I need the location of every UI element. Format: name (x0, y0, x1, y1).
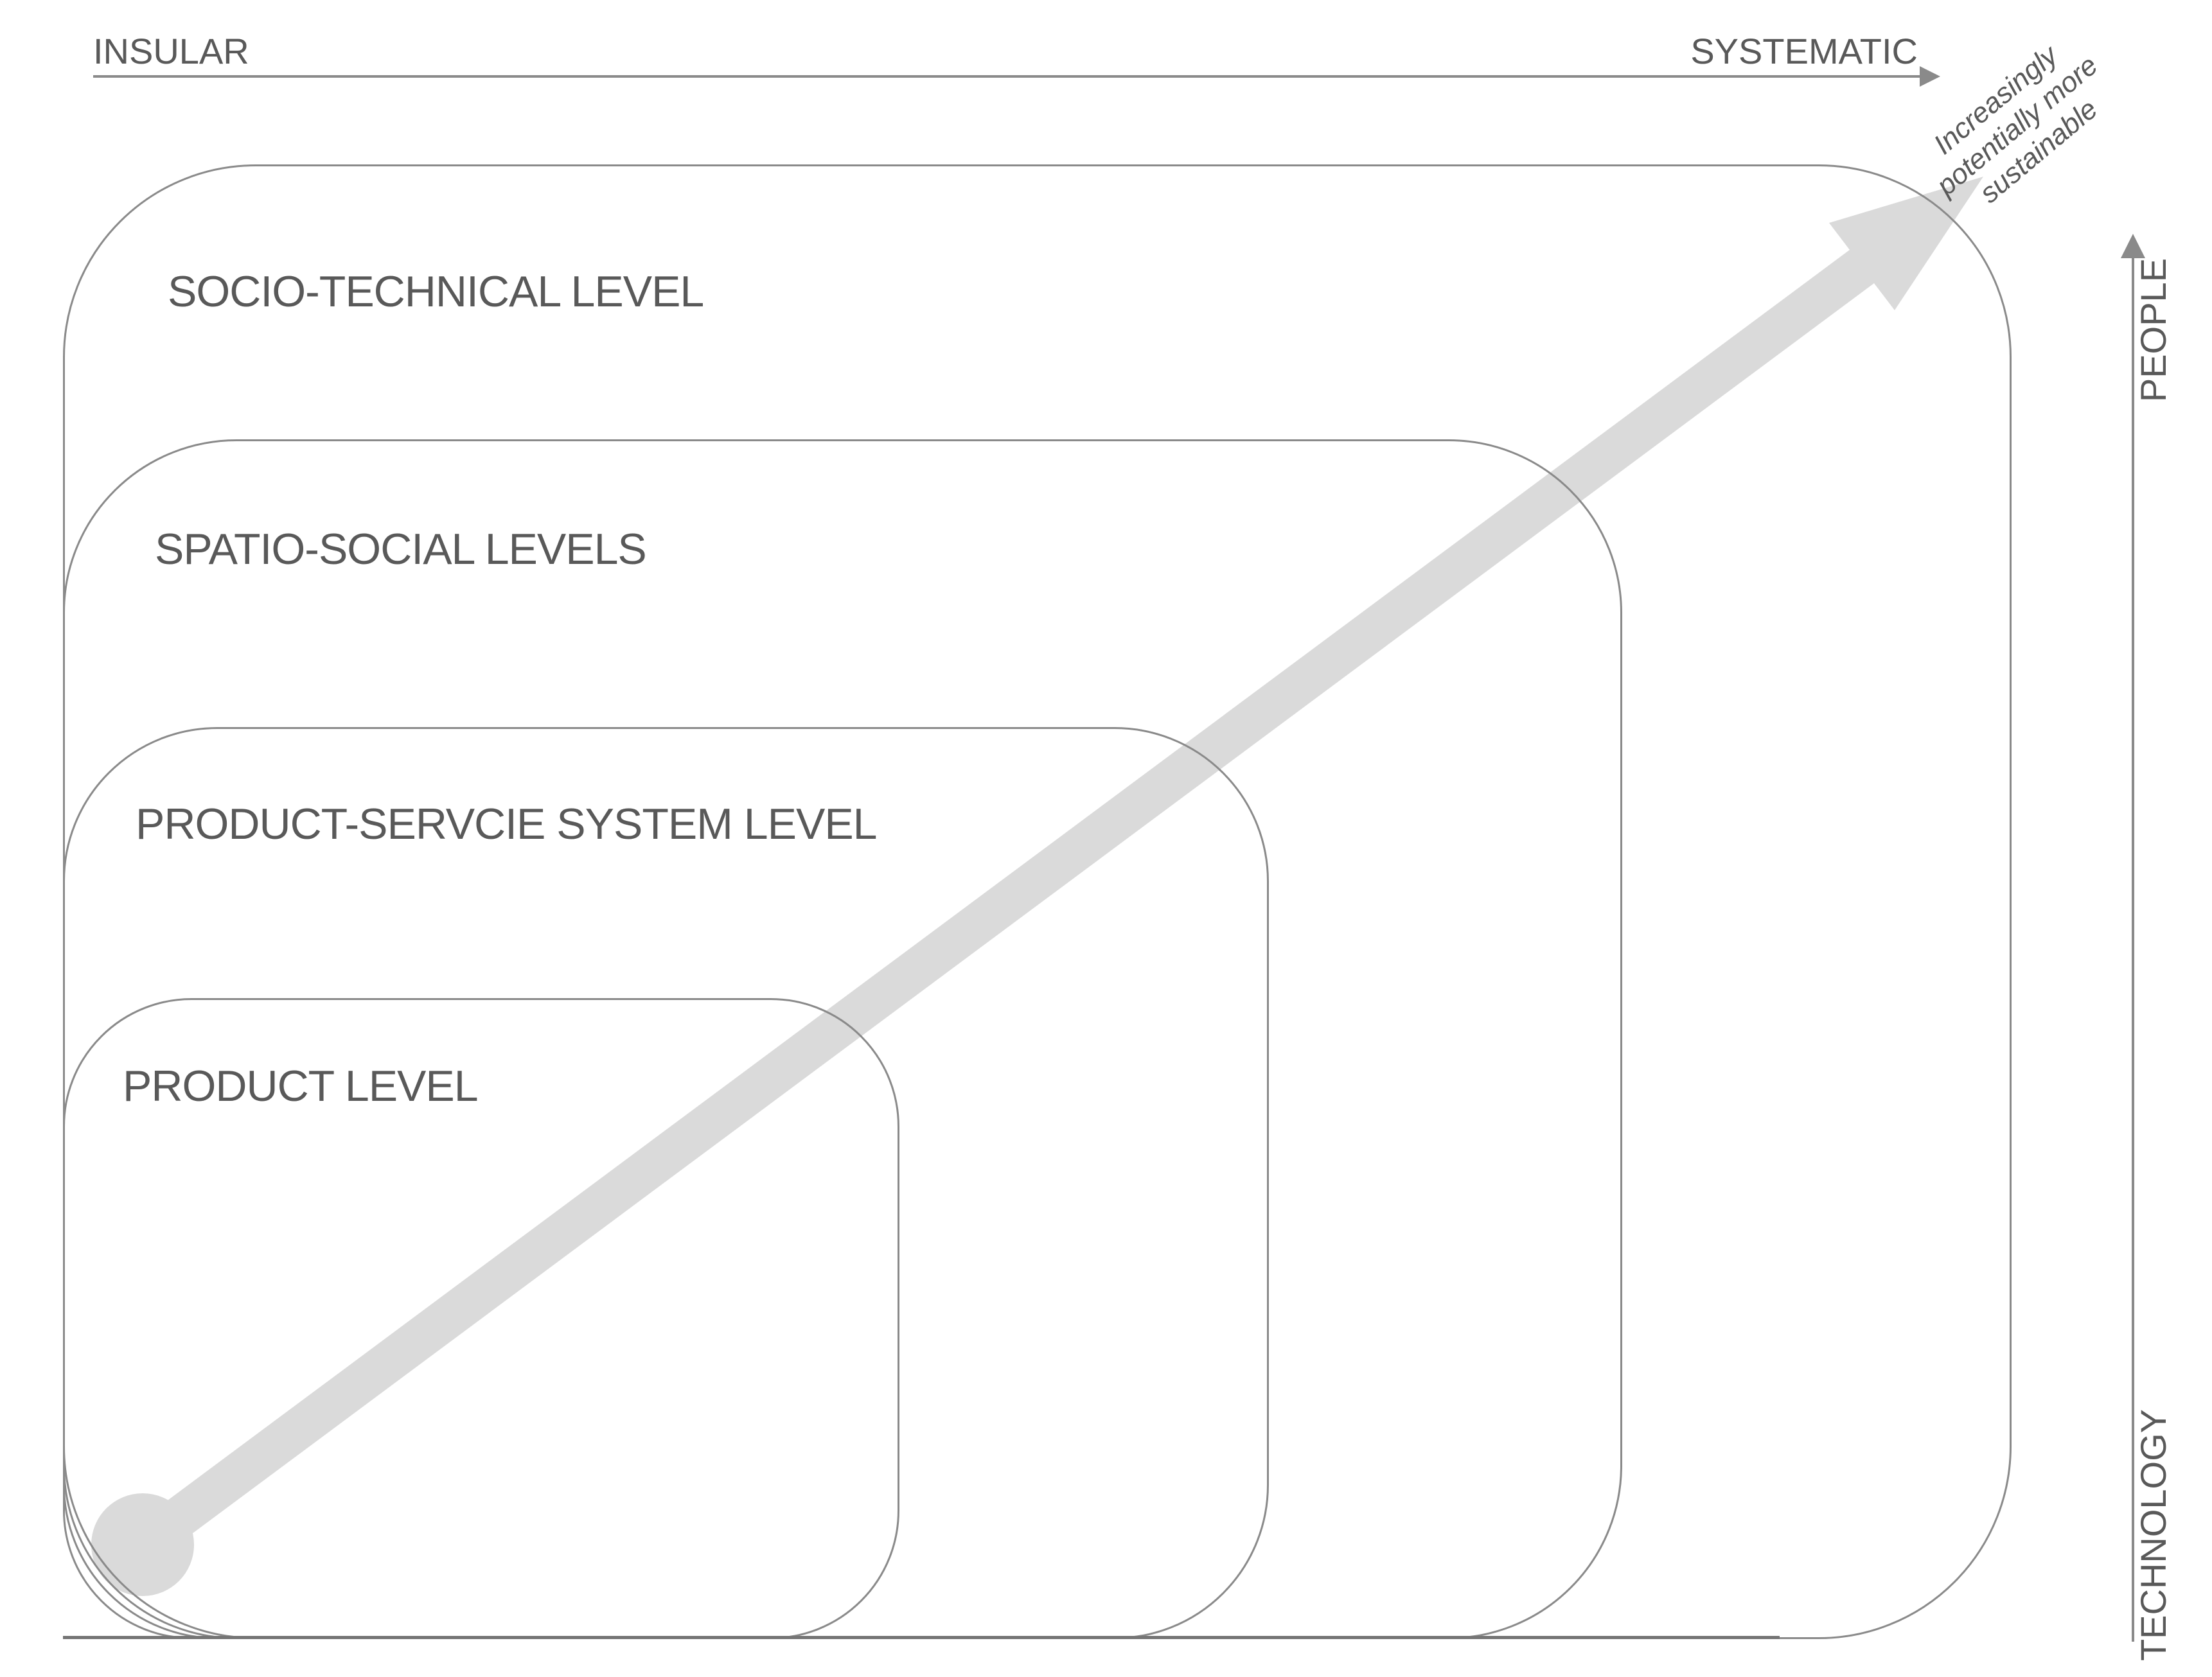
level-box-product: PRODUCT LEVEL (63, 998, 899, 1639)
arrowhead-up-icon (2121, 234, 2145, 258)
axis-label-technology: TECHNOLOGY (2133, 1409, 2173, 1662)
level-label-product-service-system: PRODUCT-SERVCIE SYSTEM LEVEL (136, 800, 877, 848)
axis-label-insular: INSULAR (93, 31, 249, 71)
level-label-socio-technical: SOCIO-TECHNICAL LEVEL (168, 267, 704, 316)
level-label-product: PRODUCT LEVEL (123, 1062, 479, 1111)
axis-label-systematic: SYSTEMATIC (1690, 31, 1918, 71)
horizontal-axis-line (93, 75, 1921, 78)
level-label-spatio-social: SPATIO-SOCIAL LEVELS (155, 525, 647, 574)
shared-bottom-edge-line (63, 1636, 1780, 1639)
arrowhead-right-icon (1920, 66, 1940, 87)
axis-label-people: PEOPLE (2133, 258, 2173, 403)
vertical-axis-line (2132, 257, 2134, 1642)
